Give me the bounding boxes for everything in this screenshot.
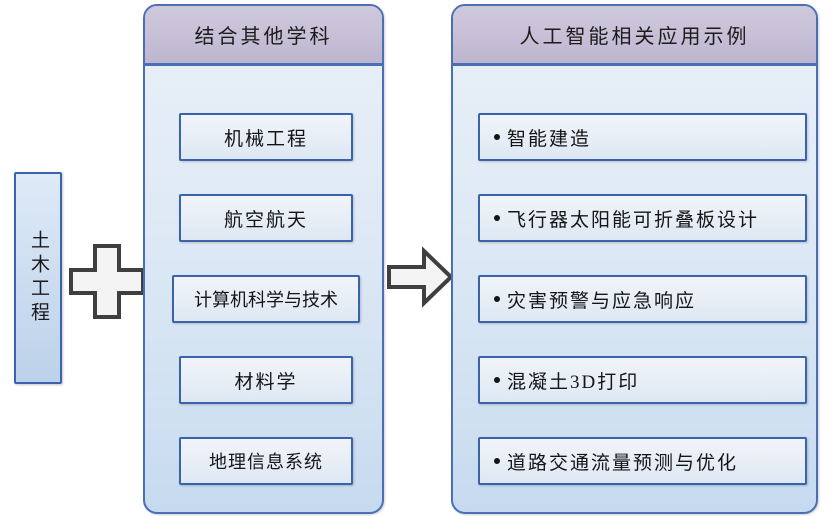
bullet-icon bbox=[494, 377, 500, 383]
ai-application-item-2-label: 飞行器太阳能可折叠板设计 bbox=[507, 209, 760, 231]
discipline-item-3-label: 计算机科学与技术 bbox=[194, 290, 338, 310]
bullet-icon bbox=[494, 458, 500, 464]
ai-applications-title: 人工智能相关应用示例 bbox=[519, 26, 750, 48]
discipline-item-2-label: 航空航天 bbox=[223, 209, 308, 231]
bullet-icon bbox=[494, 296, 500, 302]
civil-engineering-box: 土木工程 bbox=[14, 172, 62, 384]
discipline-item-4: 材料学 bbox=[179, 356, 353, 404]
discipline-item-1: 机械工程 bbox=[179, 113, 353, 161]
discipline-item-1-label: 机械工程 bbox=[223, 128, 308, 150]
ai-application-item-1: 智能建造 bbox=[478, 113, 807, 161]
ai-application-item-1-label: 智能建造 bbox=[507, 128, 592, 150]
right-arrow-icon bbox=[386, 246, 454, 308]
related-disciplines-header: 结合其他学科 bbox=[145, 6, 382, 66]
discipline-item-5: 地理信息系统 bbox=[179, 437, 353, 485]
ai-application-item-2: 飞行器太阳能可折叠板设计 bbox=[478, 194, 807, 242]
bullet-icon bbox=[494, 134, 500, 140]
plus-icon bbox=[68, 243, 146, 320]
related-disciplines-panel: 结合其他学科 机械工程 航空航天 计算机科学与技术 材料学 地理信息系统 bbox=[143, 4, 384, 514]
discipline-item-2: 航空航天 bbox=[179, 194, 353, 242]
bullet-icon bbox=[494, 215, 500, 221]
ai-application-item-3: 灾害预警与应急响应 bbox=[478, 275, 807, 323]
discipline-item-5-label: 地理信息系统 bbox=[209, 452, 323, 472]
ai-applications-header: 人工智能相关应用示例 bbox=[453, 6, 816, 66]
ai-application-item-4-label: 混凝土3D打印 bbox=[507, 371, 640, 393]
ai-application-item-3-label: 灾害预警与应急响应 bbox=[507, 290, 697, 312]
ai-application-item-5: 道路交通流量预测与优化 bbox=[478, 437, 807, 485]
related-disciplines-title: 结合其他学科 bbox=[194, 26, 333, 48]
discipline-item-4-label: 材料学 bbox=[234, 371, 298, 393]
civil-engineering-label: 土木工程 bbox=[27, 230, 49, 326]
ai-application-item-5-label: 道路交通流量预测与优化 bbox=[507, 452, 739, 474]
ai-applications-panel: 人工智能相关应用示例 智能建造 飞行器太阳能可折叠板设计 灾害预警与应急响应 混… bbox=[451, 4, 818, 514]
ai-application-item-4: 混凝土3D打印 bbox=[478, 356, 807, 404]
discipline-item-3: 计算机科学与技术 bbox=[172, 275, 360, 323]
